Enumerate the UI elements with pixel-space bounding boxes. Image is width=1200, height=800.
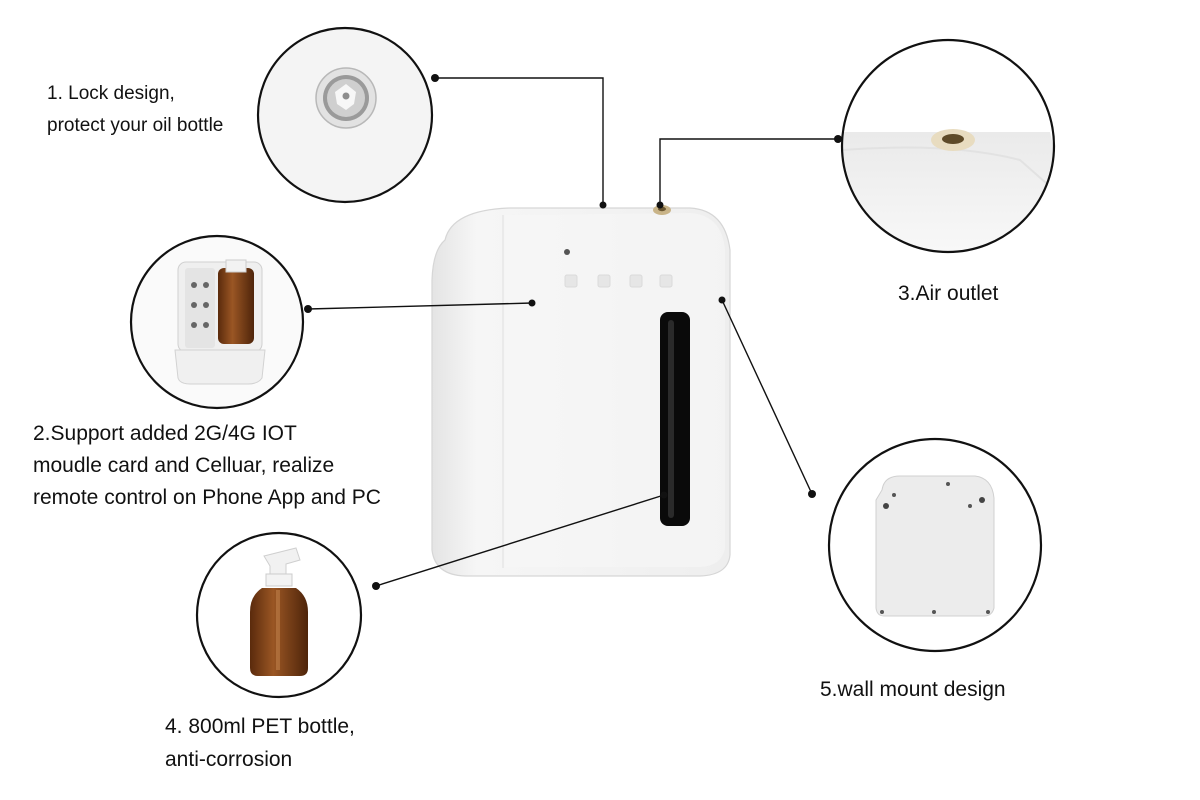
leader-line-bottle (375, 494, 665, 587)
leader-line-wall (721, 299, 813, 495)
outlet-callout (840, 38, 1056, 254)
leader-line-lock (435, 77, 604, 205)
bottle-icon (250, 547, 308, 676)
bottle-feature-label: 4. 800ml PET bottle, anti-corrosion (165, 710, 355, 776)
leader-dots (304, 74, 842, 590)
bottle-feature-line-1: 4. 800ml PET bottle, (165, 715, 355, 738)
outlet-feature-label: 3.Air outlet (898, 279, 998, 309)
iot-feature-line-2: moudle card and Celluar, realize (33, 454, 335, 477)
air-outlet-icon (931, 129, 975, 151)
bottle-feature-line-2: anti-corrosion (165, 748, 293, 771)
leader-line-outlet (659, 138, 838, 205)
iot-feature-label: 2.Support added 2G/4G IOT moudle card an… (33, 418, 381, 514)
leader-lines (307, 77, 838, 587)
lock-icon (315, 67, 377, 129)
wall-feature-label: 5.wall mount design (820, 675, 1006, 705)
lock-feature-line-2: protect your oil bottle (47, 115, 224, 136)
iot-feature-line-3: remote control on Phone App and PC (33, 486, 381, 509)
outlet-feature-line-1: 3.Air outlet (898, 282, 999, 305)
lock-feature-label: 1. Lock design, protect your oil bottle (47, 78, 223, 142)
lock-callout (256, 26, 434, 204)
iot-callout (129, 234, 305, 410)
iot-feature-line-1: 2.Support added 2G/4G IOT (33, 422, 297, 445)
lock-feature-line-1: 1. Lock design, (47, 83, 175, 104)
wall-feature-line-1: 5.wall mount design (820, 678, 1006, 701)
main-device (431, 205, 731, 577)
wall-mount-callout (827, 437, 1043, 653)
bottle-callout (195, 531, 363, 699)
leader-line-iot (307, 302, 533, 310)
